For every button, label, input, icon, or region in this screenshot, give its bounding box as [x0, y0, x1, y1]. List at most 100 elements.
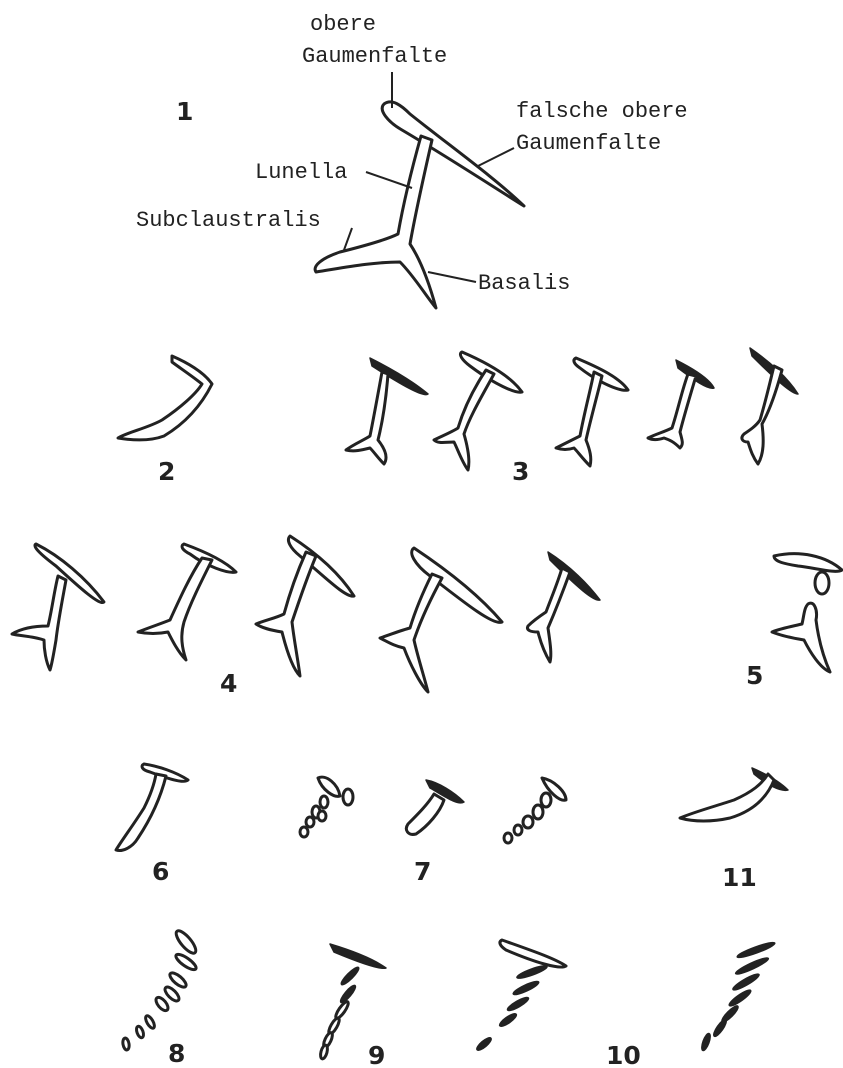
fold-fragment [341, 787, 355, 807]
label-lunella: Lunella [255, 160, 347, 185]
fold-fragment [144, 1014, 156, 1030]
lunella-basalis [344, 370, 390, 466]
upper-fold [140, 762, 190, 783]
fold-fragment [319, 1043, 329, 1061]
fold-fragment [736, 941, 776, 959]
label-falsche-obere: falsche obere [516, 99, 688, 124]
fold-fragment [339, 984, 357, 1004]
figure-number-10: 10 [606, 1041, 641, 1068]
lunella-basalis [378, 572, 444, 694]
fold-fragment [168, 971, 188, 989]
fold-fragment [713, 1018, 727, 1038]
fold-fragment [734, 957, 770, 975]
upper-fold [425, 779, 465, 804]
isolated-fold-piece [813, 570, 831, 596]
lunella-basalis [136, 556, 214, 662]
fold-fragment [701, 1032, 711, 1052]
lunella-basalis [432, 368, 496, 472]
figure-number-4: 4 [220, 669, 237, 698]
fold-fragment [521, 814, 535, 830]
variant-3e [740, 347, 799, 466]
upper-fold [329, 943, 387, 970]
figure-1: 1 obere Gaumenfalte falsche obere Gaumen… [136, 12, 688, 310]
figure-10-variant-left [476, 938, 568, 1051]
fold-fragment [154, 995, 170, 1013]
lunella-basalis [526, 566, 572, 664]
fold-fragment [316, 809, 328, 823]
variant-4a [10, 542, 106, 672]
variant-4c [254, 534, 356, 678]
figure-10-variant-right: 10 [606, 941, 776, 1068]
fold-lunella-subclaustralis-basalis [313, 134, 438, 310]
variant-3b [432, 350, 524, 472]
lunella [404, 792, 446, 836]
label-obere: obere [310, 12, 376, 37]
lunella-basalis [554, 370, 604, 468]
fold-fragment [163, 985, 181, 1003]
fold-fragment [174, 952, 198, 972]
figure-5: 5 [746, 552, 843, 690]
lunella-basalis [254, 550, 318, 678]
figure-number-11: 11 [722, 863, 757, 892]
fold-fragment [512, 980, 540, 996]
fold-fragment [135, 1024, 145, 1040]
figure-8: 8 [121, 929, 198, 1068]
variant-4b [136, 542, 238, 662]
leader-lunella [365, 171, 413, 189]
variant-3c [554, 356, 630, 468]
fold-fragment [298, 825, 310, 839]
figure-number-1: 1 [176, 97, 193, 126]
upper-fold [316, 775, 342, 798]
leader-subclaustralis [343, 227, 353, 251]
upper-fold [540, 776, 568, 802]
fold-fragment [121, 1036, 131, 1052]
figure-11: 11 [678, 767, 789, 892]
lunella [114, 772, 168, 852]
variant-3a [344, 357, 429, 466]
figure-9: 9 [319, 943, 387, 1068]
fold-obere-gaumenfalte [380, 100, 526, 208]
figure-2: 2 [116, 354, 214, 486]
lunella-basalis [646, 372, 698, 450]
figure-number-8: 8 [168, 1039, 185, 1068]
figure-number-7: 7 [414, 857, 431, 886]
upper-fold [410, 546, 504, 624]
fold-fragment [531, 803, 545, 821]
figure-number-3: 3 [512, 457, 529, 486]
lunella-basalis [770, 601, 832, 674]
label-basalis: Basalis [478, 271, 570, 296]
variant-7c [502, 776, 568, 845]
leader-basalis [427, 271, 477, 283]
figure-number-9: 9 [368, 1041, 385, 1068]
variant-4d [378, 546, 504, 694]
label-subclaustralis: Subclaustralis [136, 208, 321, 233]
figure-4: 4 [10, 534, 601, 698]
variant-4e [526, 551, 601, 664]
fold-fragment [304, 815, 316, 829]
fold-fragment [728, 989, 752, 1007]
fold-fragment [498, 1013, 518, 1027]
figure-6: 6 [114, 762, 190, 886]
leader-falsche [477, 147, 515, 167]
variant-7b [404, 779, 465, 836]
label-obere-gaumenfalte: Gaumenfalte [302, 44, 447, 69]
figure-7: 7 [298, 775, 568, 886]
figure-number-5: 5 [746, 661, 763, 690]
variant-3d [646, 359, 715, 450]
upper-fold [772, 552, 843, 573]
upper-fold [33, 542, 106, 604]
fold-fragment [318, 794, 330, 810]
fold-fragment [512, 823, 524, 837]
upper-fold [286, 534, 356, 598]
fold-fragment [340, 966, 360, 986]
fold-fragment [502, 831, 514, 845]
upper-fold [498, 938, 568, 969]
lunella-basalis [740, 364, 784, 466]
fold-fragment [539, 791, 553, 809]
fold-curved [116, 354, 214, 442]
lunella-basalis [10, 574, 68, 672]
label-falsche-gaumenfalte: Gaumenfalte [516, 131, 661, 156]
curved-fold [678, 772, 776, 823]
figure-3: 3 [344, 347, 799, 486]
